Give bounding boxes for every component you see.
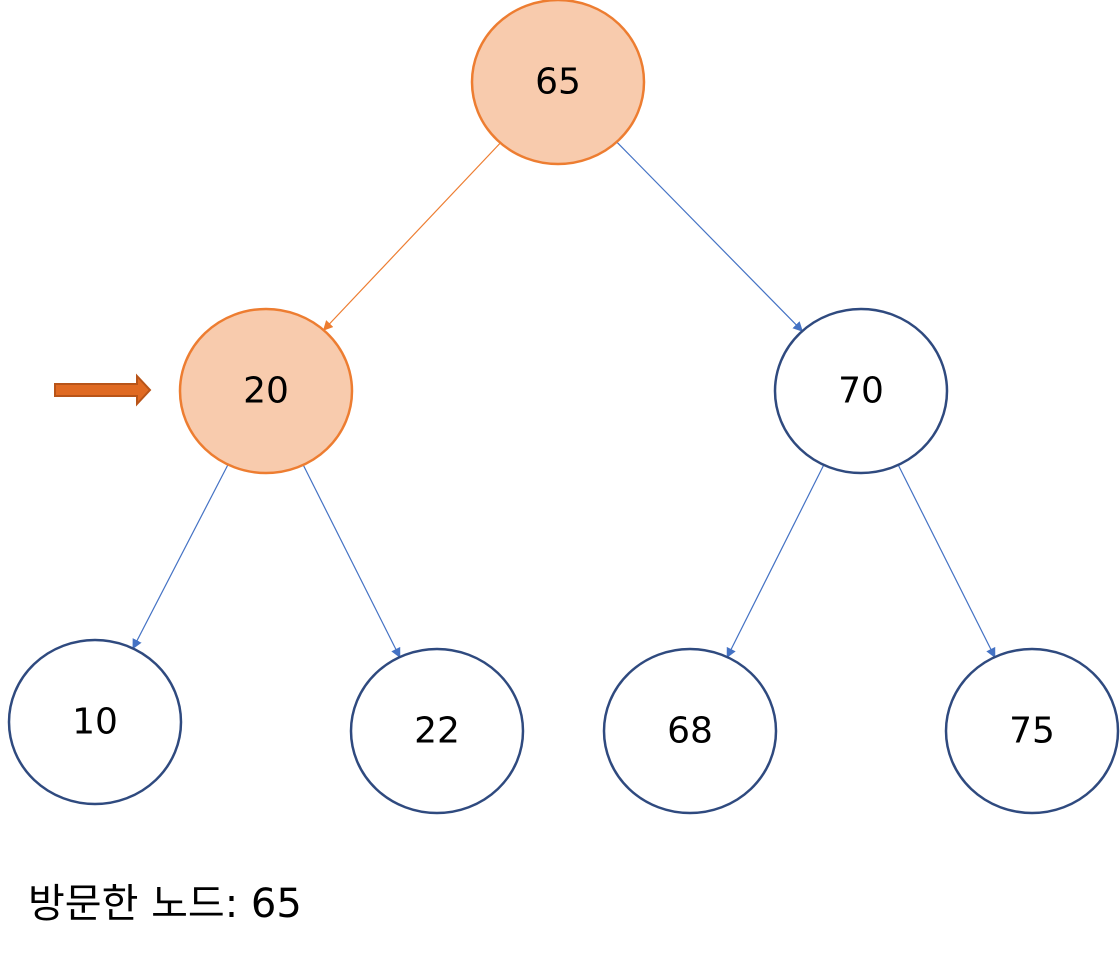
- node-circle: [602, 647, 778, 815]
- edge-65-to-70: [616, 141, 804, 332]
- edges-layer: [132, 141, 996, 658]
- edge-70-to-75: [897, 464, 996, 658]
- tree-node-20: 20: [178, 307, 354, 475]
- tree-node-68: 68: [602, 647, 778, 815]
- current-node-pointer-arrow-icon: [54, 373, 152, 407]
- nodes-layer: 65 20 70 10 22 68 75: [7, 0, 1120, 815]
- tree-node-65: 65: [470, 0, 646, 166]
- edge-20-to-22: [302, 464, 401, 658]
- visited-nodes-caption: 방문한 노드: 65: [28, 884, 302, 924]
- edge-65-to-20: [322, 142, 501, 331]
- visited-nodes-label: 방문한 노드:: [28, 881, 251, 927]
- node-circle: [178, 307, 354, 475]
- tree-node-10: 10: [7, 638, 183, 806]
- edge-20-to-10: [132, 464, 229, 650]
- node-circle: [944, 647, 1120, 815]
- node-label: 20: [243, 371, 289, 412]
- node-circle: [349, 647, 525, 815]
- node-label: 68: [667, 711, 713, 752]
- tree-node-22: 22: [349, 647, 525, 815]
- node-circle: [470, 0, 646, 166]
- tree-node-70: 70: [773, 307, 949, 475]
- node-label: 75: [1009, 711, 1055, 752]
- tree-node-75: 75: [944, 647, 1120, 815]
- visited-nodes-values: 65: [250, 881, 302, 927]
- node-label: 22: [414, 711, 460, 752]
- edge-70-to-68: [726, 464, 825, 658]
- node-label: 70: [838, 371, 884, 412]
- node-label: 65: [535, 62, 581, 103]
- node-label: 10: [72, 702, 118, 743]
- node-circle: [7, 638, 183, 806]
- node-circle: [773, 307, 949, 475]
